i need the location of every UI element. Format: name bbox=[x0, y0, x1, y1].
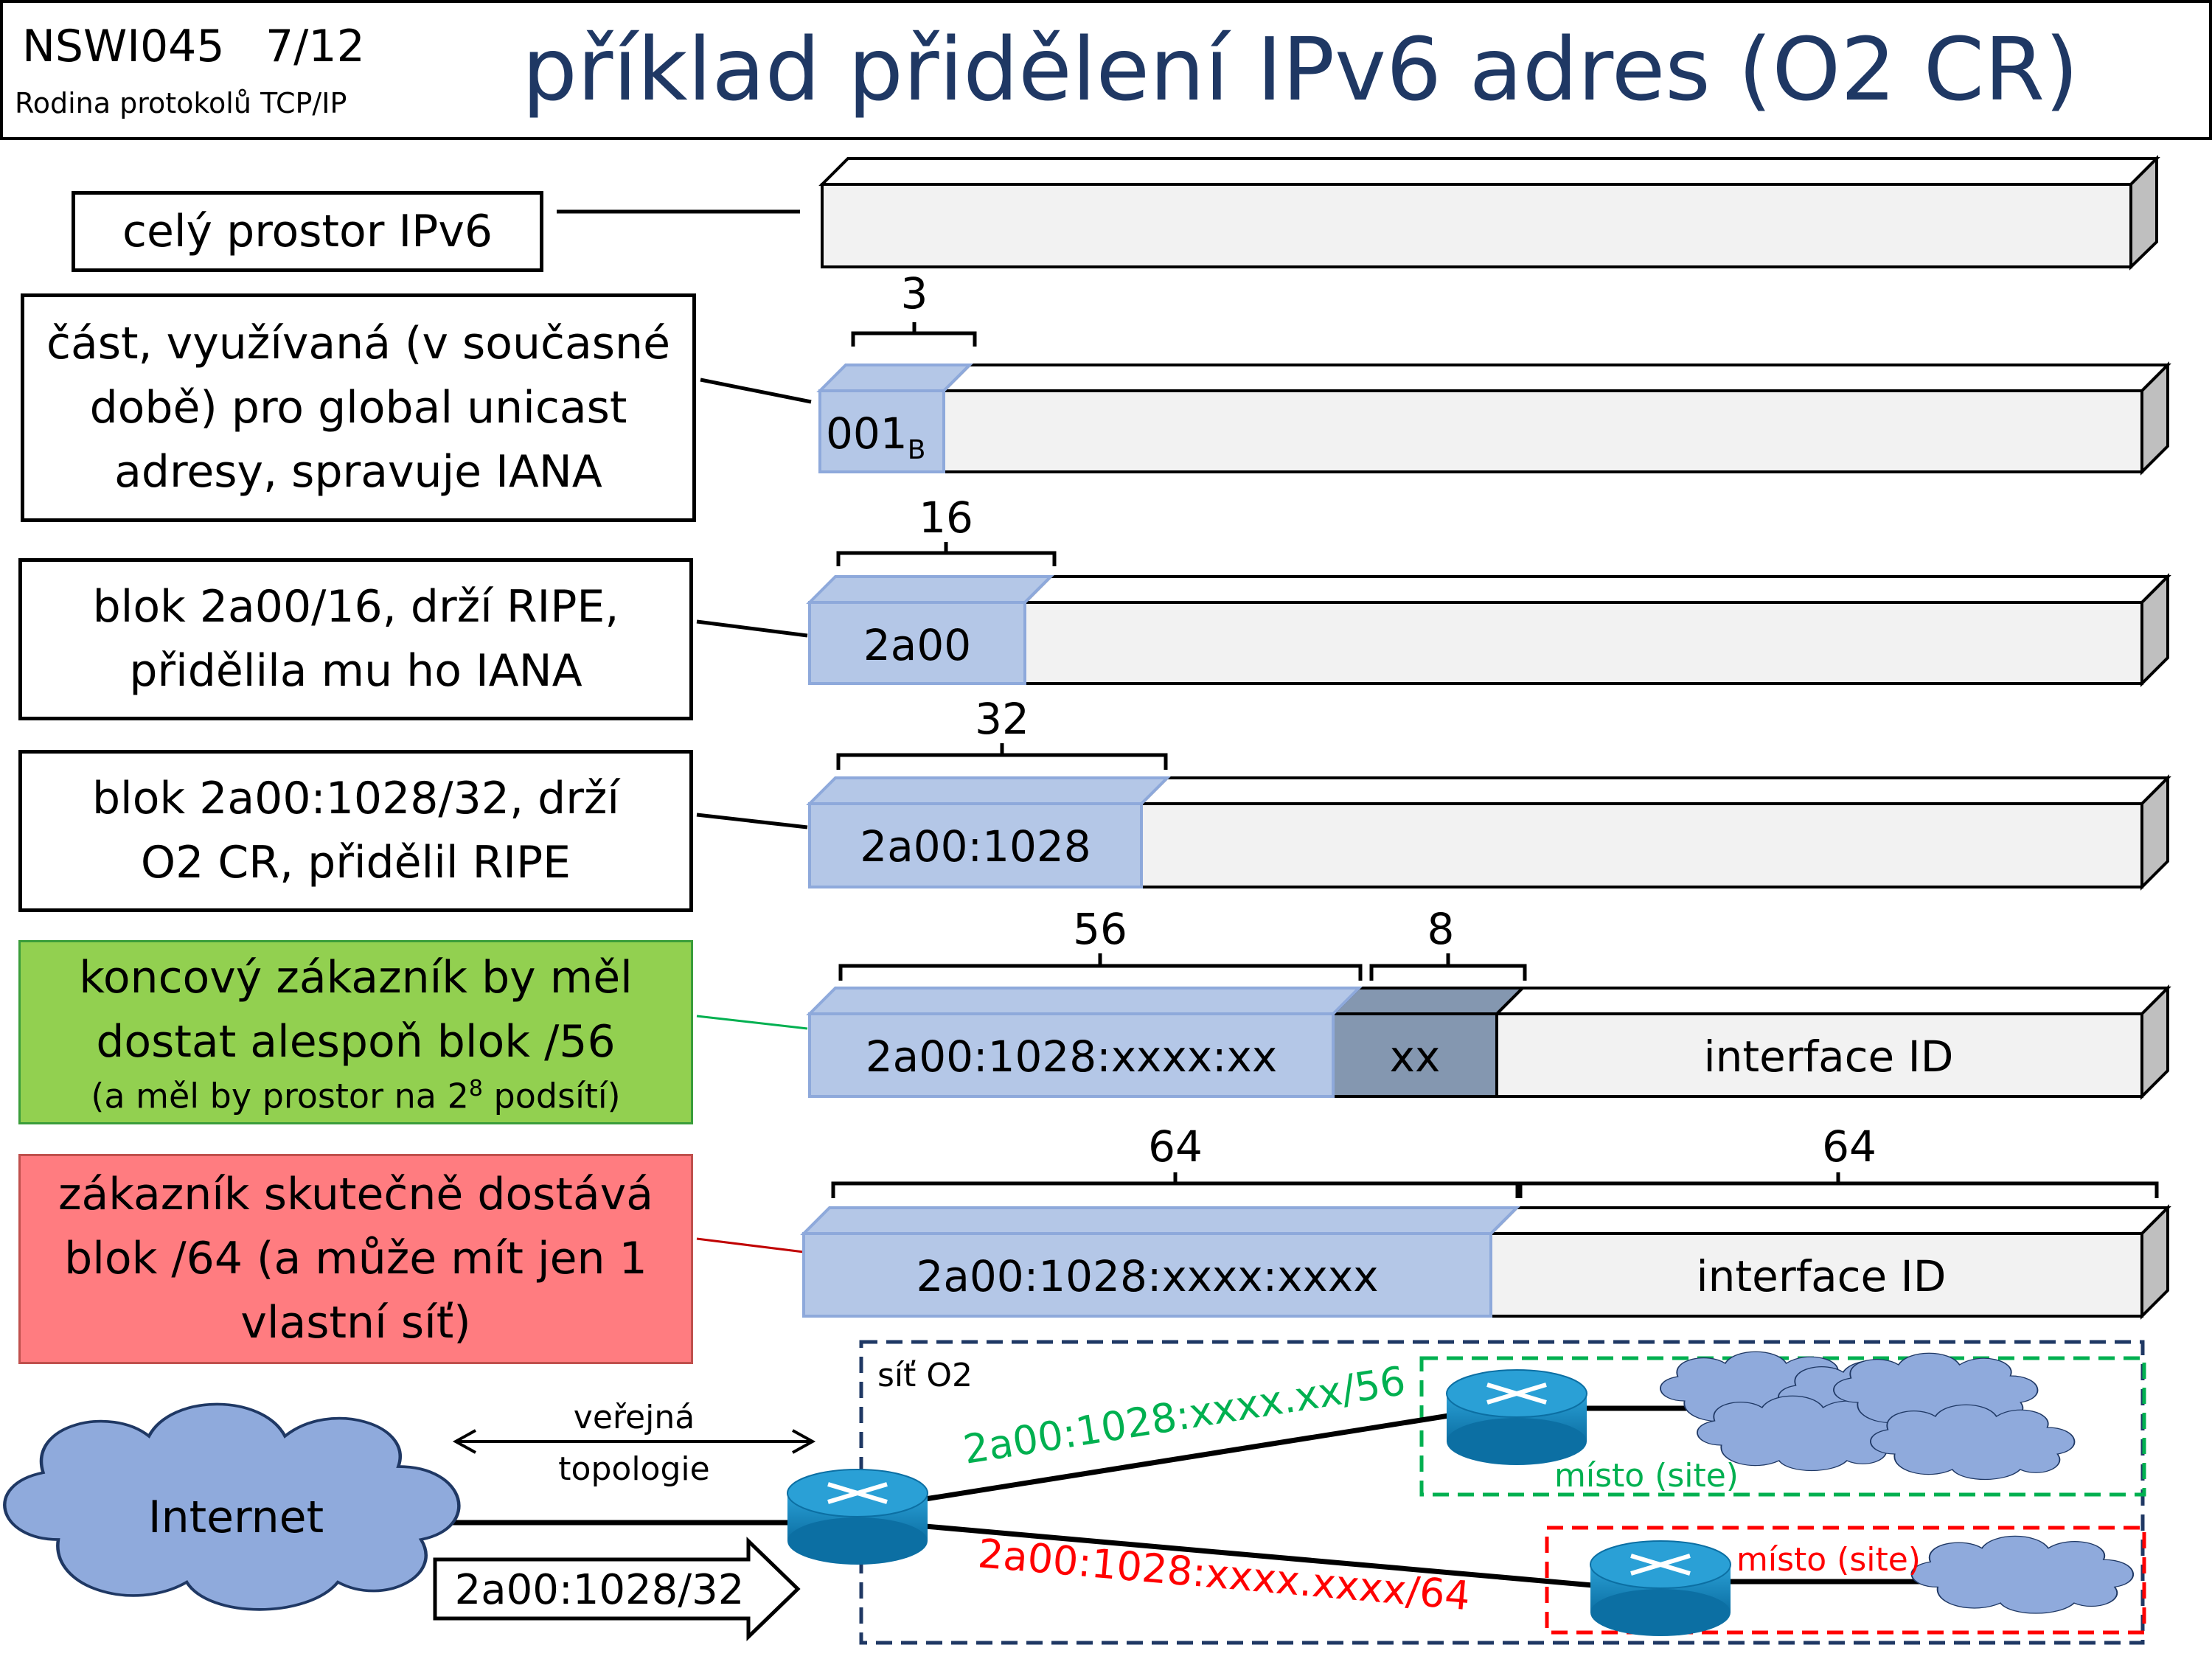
course-name: Rodina protokolů TCP/IP bbox=[15, 87, 347, 119]
public-topology-arrow bbox=[452, 1429, 816, 1454]
link-router-site56 bbox=[925, 1413, 1450, 1502]
label-customer-56: koncový zákazník by měl dostat alespoň bl… bbox=[18, 940, 693, 1124]
label-note: (a měl by prostor na 28 podsítí) bbox=[91, 1075, 621, 1116]
prefix-customer-64: 2a00:1028:xxxx:xxxx bbox=[916, 1251, 1378, 1301]
bar-customer-64 bbox=[800, 1204, 2171, 1320]
o2-network-label: síť O2 bbox=[877, 1357, 973, 1394]
route-64-label: 2a00:1028:xxxx.xxxx/64 bbox=[976, 1530, 1472, 1619]
connector-row3 bbox=[696, 619, 808, 638]
interface-id-56: interface ID bbox=[1704, 1032, 1954, 1082]
label-o2-block: blok 2a00:1028/32, drží O2 CR, přidělil R… bbox=[18, 750, 693, 912]
brace-3: 3 bbox=[901, 268, 928, 319]
connector-lines bbox=[557, 209, 812, 1253]
bar-full-space bbox=[818, 155, 2160, 271]
label-line: době) pro global unicast bbox=[89, 381, 627, 434]
prefix-2a00-1028: 2a00:1028 bbox=[860, 821, 1091, 872]
prefix-001: 001B bbox=[826, 408, 925, 465]
label-line: přidělila mu ho IANA bbox=[129, 645, 582, 697]
label-line: koncový zákazník by měl bbox=[79, 951, 633, 1004]
label-line: celý prostor IPv6 bbox=[122, 205, 493, 257]
page-number: 7/12 bbox=[265, 21, 365, 72]
label-line: zákazník skutečně dostává bbox=[58, 1169, 653, 1220]
brace-56: 56 bbox=[1073, 904, 1127, 954]
bar-ripe bbox=[806, 573, 2171, 687]
label-line: blok 2a00:1028/32, drží bbox=[91, 773, 620, 824]
label-line: blok /64 (a může mít jen 1 bbox=[64, 1233, 647, 1284]
site-56-boundary bbox=[1419, 1356, 2146, 1497]
router-site56-icon bbox=[1446, 1369, 1587, 1465]
connector-row5 bbox=[696, 1015, 808, 1030]
announce-label: 2a00:1028/32 bbox=[455, 1566, 745, 1614]
header-title-box bbox=[392, 0, 2212, 140]
label-line: část, využívaná (v současné bbox=[46, 317, 670, 369]
course-code: NSWI045 bbox=[22, 21, 225, 72]
bar-global-unicast bbox=[816, 361, 2171, 476]
subnet-xx: xx bbox=[1390, 1032, 1441, 1082]
label-ripe-block: blok 2a00/16, drží RIPE, přidělila mu ho … bbox=[18, 558, 693, 720]
bar-customer-56 bbox=[806, 984, 2171, 1100]
public-topology-line2: topologie bbox=[558, 1450, 709, 1488]
brace-64-iid: 64 bbox=[1822, 1121, 1877, 1172]
router-o2-core-icon bbox=[787, 1469, 928, 1565]
label-line: blok 2a00/16, drží RIPE, bbox=[92, 581, 619, 633]
brace-16: 16 bbox=[919, 493, 973, 543]
public-topology-line1: veřejná bbox=[574, 1399, 695, 1436]
interface-id-64: interface ID bbox=[1697, 1251, 1947, 1301]
label-line: O2 CR, přidělil RIPE bbox=[140, 837, 571, 888]
header-course-box bbox=[0, 0, 395, 140]
label-ipv6-space: celý prostor IPv6 bbox=[72, 191, 543, 272]
label-line: dostat alespoň blok /56 bbox=[96, 1015, 616, 1068]
brace-32: 32 bbox=[975, 694, 1029, 744]
bar-o2 bbox=[806, 774, 2171, 891]
brace-8: 8 bbox=[1427, 904, 1455, 954]
site64-lan-cloud bbox=[1910, 1535, 2135, 1615]
connector-row6 bbox=[696, 1237, 804, 1253]
label-line: vlastní síť) bbox=[240, 1297, 471, 1349]
page-title: příklad přidělení IPv6 adres (O2 CR) bbox=[522, 18, 2079, 120]
router-site64-icon bbox=[1590, 1540, 1731, 1636]
label-line: adresy, spravuje IANA bbox=[114, 445, 602, 498]
connector-row4 bbox=[696, 813, 808, 830]
connector-row2 bbox=[700, 378, 812, 404]
brace-64-prefix: 64 bbox=[1148, 1121, 1203, 1172]
internet-label: Internet bbox=[148, 1492, 324, 1543]
announce-arrow bbox=[433, 1537, 801, 1641]
site-64-label: místo (site) bbox=[1736, 1541, 1921, 1579]
prefix-2a00: 2a00 bbox=[863, 620, 971, 670]
link-router-site64 bbox=[925, 1523, 1593, 1588]
label-global-unicast: část, využívaná (v současné době) pro glo… bbox=[21, 293, 696, 522]
prefix-customer-56: 2a00:1028:xxxx:xx bbox=[866, 1032, 1277, 1082]
site-56-label: místo (site) bbox=[1554, 1457, 1739, 1495]
label-customer-64: zákazník skutečně dostává blok /64 (a můž… bbox=[18, 1154, 693, 1364]
